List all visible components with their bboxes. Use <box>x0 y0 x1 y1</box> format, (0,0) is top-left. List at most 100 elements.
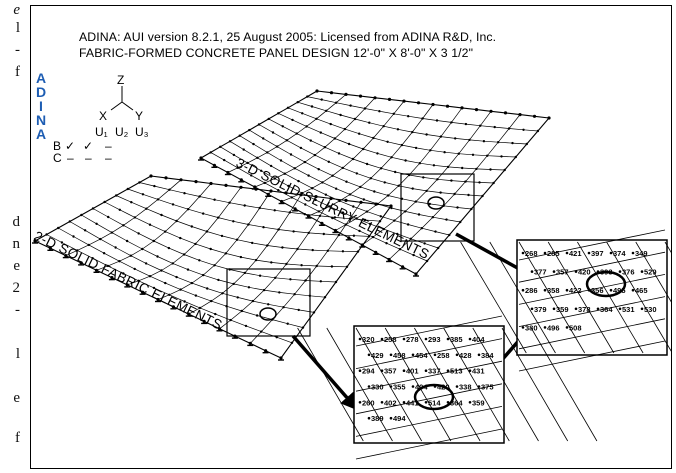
bc-cell: – <box>105 151 112 165</box>
right-detail-node-label: 465 <box>635 286 648 295</box>
fabric-mesh-line <box>81 214 326 298</box>
fabric-mesh-node <box>307 231 310 235</box>
margin-char: e <box>13 2 20 18</box>
slurry-mesh-node <box>445 218 448 221</box>
slurry-mesh-node <box>256 156 259 159</box>
slurry-mesh-node <box>406 223 410 226</box>
slurry-mesh-node <box>421 117 424 120</box>
fabric-mesh-node <box>232 282 235 286</box>
left-detail-node-label: 258 <box>384 335 397 344</box>
left-detail-node <box>411 385 415 388</box>
fabric-mesh-node <box>164 281 167 285</box>
left-detail-node-label: 420 <box>437 383 450 392</box>
fabric-mesh-node <box>297 308 300 312</box>
fabric-mesh-node <box>160 269 163 272</box>
left-detail-node <box>446 337 450 341</box>
left-detail-node <box>433 353 437 357</box>
right-detail-node <box>574 270 578 273</box>
margin-char: - <box>15 42 20 58</box>
fabric-mesh-node <box>171 203 175 206</box>
fabric-mesh-node <box>229 318 232 322</box>
slurry-mesh-node <box>385 242 388 245</box>
right-detail-node-label: 422 <box>569 286 582 295</box>
slurry-mesh-node <box>289 153 293 156</box>
right-detail-node-label: 531 <box>622 305 635 314</box>
slurry-mesh-node <box>450 121 453 124</box>
slurry-mesh-node <box>248 128 251 132</box>
header-subtitle-line: FABRIC-FORMED CONCRETE PANEL DESIGN 12'-… <box>79 46 474 60</box>
slurry-mesh-node <box>324 193 328 196</box>
fabric-mesh-node <box>258 274 262 277</box>
fabric-mesh-node <box>266 244 269 247</box>
slurry-mesh-node <box>306 95 309 98</box>
fabric-mesh-node <box>57 226 60 230</box>
slurry-mesh-node <box>372 136 375 140</box>
left-detail-node <box>380 401 384 404</box>
slurry-mesh-node <box>479 124 482 127</box>
fabric-mesh-node <box>107 215 110 219</box>
fabric-mesh-node <box>251 299 255 303</box>
fabric-mesh-node <box>315 264 318 268</box>
left-detail-node-label: 384 <box>481 351 494 360</box>
slurry-mesh-node <box>387 257 391 262</box>
fabric-mesh-node <box>217 278 220 282</box>
fabric-mesh-node <box>91 257 94 260</box>
right-detail-node <box>640 270 644 273</box>
fabric-mesh-node <box>179 178 183 182</box>
slurry-mesh-node <box>333 137 337 140</box>
fabric-mesh-node <box>179 236 182 240</box>
right-detail-line <box>460 241 527 354</box>
left-detail-node <box>358 369 362 373</box>
slurry-mesh-node <box>260 169 263 172</box>
fabric-mesh-node <box>224 252 227 255</box>
right-detail-node-label: 420 <box>578 268 591 277</box>
bc-cell: ✓ <box>65 139 75 153</box>
bc-row-label-c: C <box>53 151 62 165</box>
slurry-mesh-node <box>453 192 456 196</box>
x-axis-label: X <box>99 109 107 123</box>
slurry-mesh-node <box>456 206 459 209</box>
fabric-mesh-node <box>83 229 87 232</box>
slurry-mesh-node <box>365 162 369 166</box>
fabric-mesh-node <box>323 296 327 299</box>
slurry-mesh-node <box>414 200 418 203</box>
left-detail-node <box>367 353 371 357</box>
fabric-mesh-node <box>141 193 145 196</box>
slurry-mesh-node <box>291 118 294 122</box>
slurry-mesh-node <box>460 106 464 110</box>
slurry-mesh-node <box>445 104 450 108</box>
fabric-mesh-node <box>183 192 186 195</box>
slurry-mesh-node <box>386 194 390 197</box>
fabric-mesh-node <box>137 232 140 235</box>
slurry-mesh-node <box>470 207 473 211</box>
slurry-mesh-node <box>525 142 528 146</box>
fabric-mesh-node <box>337 233 341 237</box>
fabric-mesh-node <box>277 228 280 231</box>
right-detail-node <box>565 288 569 292</box>
slurry-mesh-node <box>280 199 284 204</box>
fabric-mesh-node <box>79 261 83 265</box>
fabric-mesh-node <box>251 241 254 245</box>
fabric-mesh-node <box>356 250 360 253</box>
left-detail-node-label: 402 <box>384 398 397 407</box>
slurry-mesh-node <box>341 166 344 170</box>
slurry-mesh-node <box>323 146 327 149</box>
fabric-mesh-node <box>290 341 294 344</box>
slurry-mesh-node <box>315 89 319 93</box>
fabric-mesh-node <box>148 275 152 278</box>
slurry-mesh-node <box>396 128 400 131</box>
right-detail-node-label: 393 <box>600 268 613 277</box>
slurry-mesh-node <box>390 156 393 159</box>
bc-cell: ✓ <box>83 139 93 153</box>
slurry-mesh-node <box>378 110 381 113</box>
fabric-mesh-node <box>348 217 352 220</box>
left-detail-node-label: 357 <box>384 367 397 376</box>
slurry-mesh-node <box>321 181 324 184</box>
fabric-mesh-line <box>92 208 337 283</box>
slurry-mesh-node <box>471 153 475 156</box>
right-detail-node <box>521 326 525 329</box>
right-detail-node <box>587 251 591 255</box>
slurry-mesh-node <box>353 117 357 121</box>
slurry-mesh-node <box>299 146 303 150</box>
right-detail-node <box>640 307 644 311</box>
